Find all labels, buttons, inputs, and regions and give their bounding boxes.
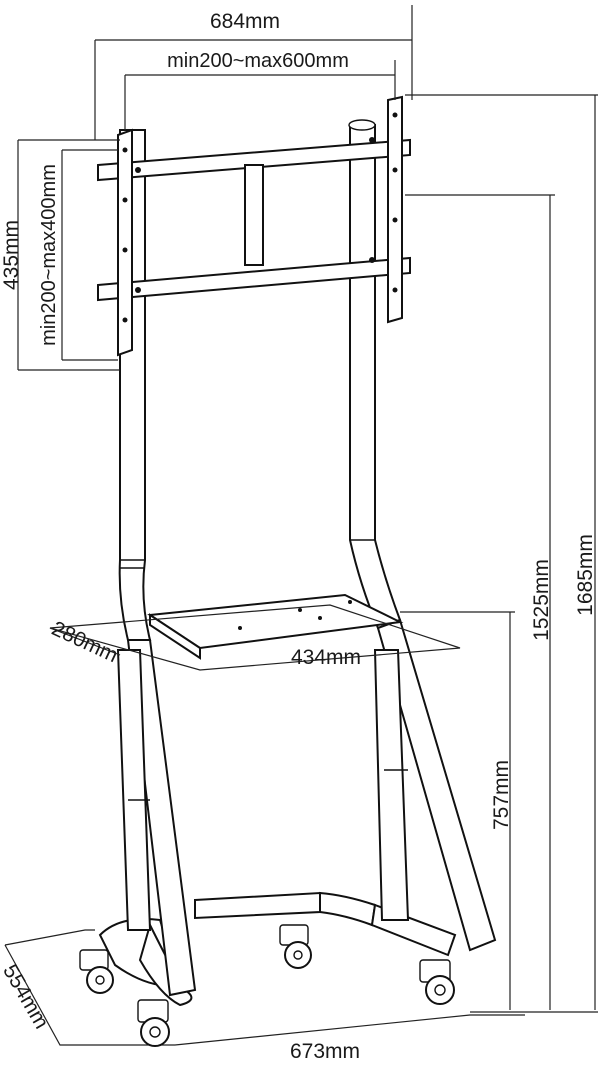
label-base-width: 673mm: [290, 1040, 360, 1063]
vesa-bracket-left: [117, 128, 141, 357]
caster-front-right: [419, 959, 455, 1005]
label-shelf-depth: 280mm: [48, 617, 121, 667]
label-top-height: 1525mm: [530, 559, 553, 641]
floor-outline: [4, 929, 525, 1046]
caster-front-left: [137, 999, 170, 1047]
label-vesa-width: min200~max600mm: [167, 50, 349, 72]
caster-rear-left: [79, 949, 114, 994]
dimension-lines: [17, 5, 598, 1013]
upright-right: [348, 119, 497, 952]
crossbars: [97, 138, 411, 302]
label-overall-vesa-height: 435mm: [0, 220, 23, 290]
caster-rear-center: [279, 924, 312, 969]
label-max-height: 1685mm: [574, 534, 597, 616]
shelf: [147, 593, 404, 660]
label-shelf-height: 757mm: [490, 760, 513, 830]
vesa-bracket-right: [369, 95, 403, 324]
label-overall-width: 684mm: [210, 10, 280, 33]
label-shelf-width: 434mm: [291, 646, 361, 669]
label-base-depth: 554mm: [0, 961, 53, 1033]
label-vesa-height: min200~max400mm: [38, 164, 60, 346]
